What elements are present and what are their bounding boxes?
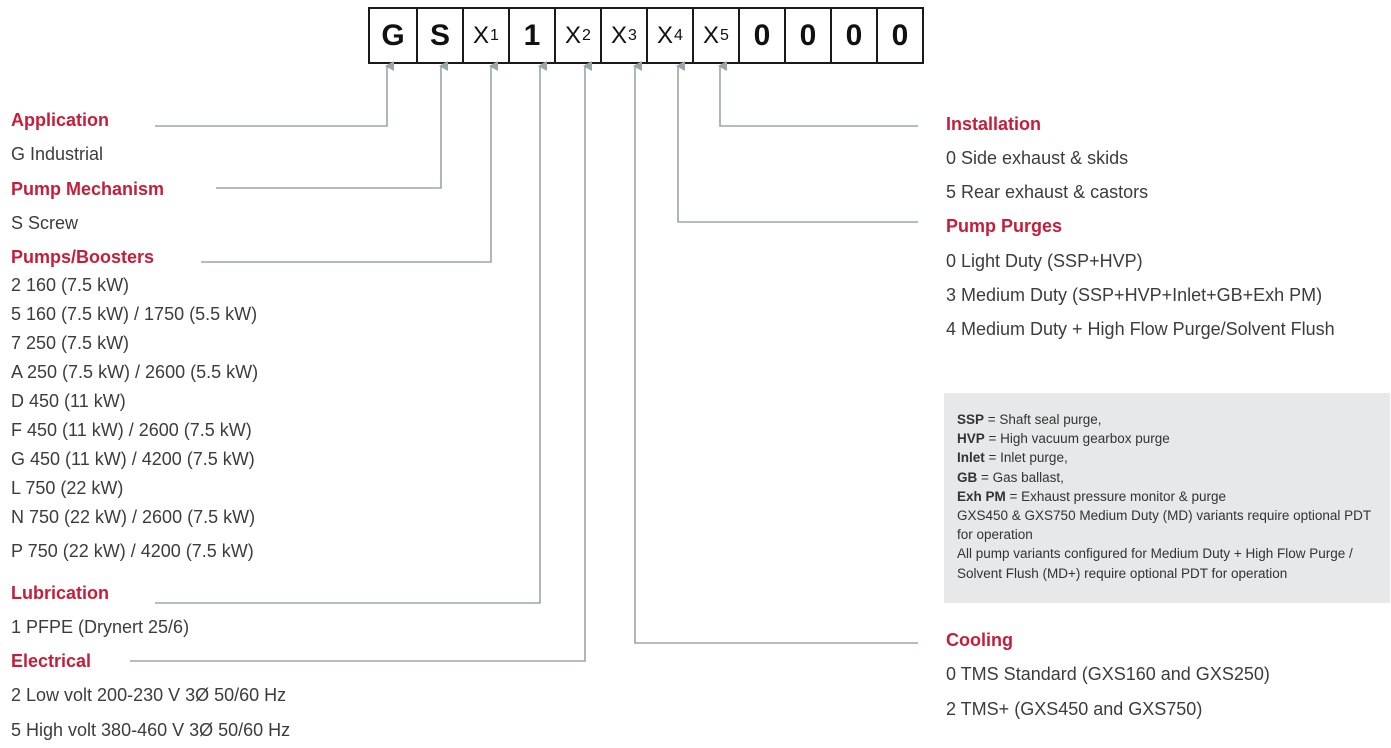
pump-purges-option: 4 Medium Duty + High Flow Purge/Solvent …	[946, 319, 1335, 339]
connector-installation	[718, 61, 918, 127]
pump-purges-heading: Pump Purges	[946, 216, 1063, 236]
electrical-option: 5 High volt 380-460 V 3Ø 50/60 Hz	[11, 720, 291, 740]
pumps-boosters-option: D 450 (11 kW)	[11, 391, 126, 411]
note-line: Inlet = Inlet purge,	[957, 450, 1068, 466]
note-line: All pump variants configured for Medium …	[957, 546, 1353, 581]
electrical-option: 2 Low volt 200-230 V 3Ø 50/60 Hz	[11, 685, 287, 705]
connector-lubrication	[155, 61, 547, 604]
connector-electrical	[130, 61, 592, 662]
cooling-heading: Cooling	[946, 630, 1013, 650]
pumps-boosters-option: 5 160 (7.5 kW) / 1750 (5.5 kW)	[11, 304, 258, 324]
abbreviation-note-box: SSP = Shaft seal purge, HVP = High vacuu…	[944, 393, 1390, 603]
pumps-boosters-option: L 750 (22 kW)	[11, 478, 124, 498]
application-heading: Application	[11, 110, 109, 130]
code-cell-pump-mechanism: S	[416, 9, 462, 62]
pumps-boosters-option: F 450 (11 kW) / 2600 (7.5 kW)	[11, 420, 252, 440]
pumps-boosters-option: N 750 (22 kW) / 2600 (7.5 kW)	[11, 507, 256, 527]
note-line: GXS450 & GXS750 Medium Duty (MD) variant…	[957, 508, 1371, 543]
code-cell-fixed-4: 0	[876, 9, 922, 62]
note-line: GB = Gas ballast,	[957, 469, 1064, 485]
cooling-option: 0 TMS Standard (GXS160 and GXS250)	[946, 664, 1270, 684]
code-cell-application: G	[381, 18, 405, 52]
pumps-boosters-heading: Pumps/Boosters	[11, 247, 155, 267]
connector-cooling	[633, 61, 918, 644]
code-cell-fixed-3: 0	[830, 9, 876, 62]
installation-heading: Installation	[946, 114, 1042, 134]
code-cell-fixed-2: 0	[784, 9, 830, 62]
cooling-option: 2 TMS+ (GXS450 and GXS750)	[946, 699, 1203, 719]
connector-pumps-boosters	[201, 61, 498, 263]
installation-option: 0 Side exhaust & skids	[946, 148, 1129, 168]
code-cell-lubrication: 1	[508, 9, 554, 62]
pump-mechanism-option: S Screw	[11, 213, 79, 233]
connector-pump-mechanism	[216, 61, 448, 189]
pump-purges-option: 0 Light Duty (SSP+HVP)	[946, 251, 1143, 271]
connector-application	[155, 61, 394, 127]
pump-purges-option: 3 Medium Duty (SSP+HVP+Inlet+GB+Exh PM)	[946, 285, 1323, 305]
pumps-boosters-option: 2 160 (7.5 kW)	[11, 275, 130, 295]
electrical-heading: Electrical	[11, 651, 92, 671]
code-cell-fixed-1: 0	[738, 9, 784, 62]
connector-pump-purges	[676, 61, 918, 223]
lubrication-heading: Lubrication	[11, 583, 109, 603]
pumps-boosters-option: A 250 (7.5 kW) / 2600 (5.5 kW)	[11, 362, 259, 382]
note-line: Exh PM = Exhaust pressure monitor & purg…	[957, 488, 1227, 504]
application-option: G Industrial	[11, 144, 104, 164]
note-line: SSP = Shaft seal purge,	[957, 412, 1102, 427]
pumps-boosters-option: 7 250 (7.5 kW)	[11, 333, 130, 353]
pumps-boosters-option: G 450 (11 kW) / 4200 (7.5 kW)	[11, 449, 255, 469]
pumps-boosters-option: P 750 (22 kW) / 4200 (7.5 kW)	[11, 541, 254, 561]
installation-option: 5 Rear exhaust & castors	[946, 182, 1149, 202]
pump-mechanism-heading: Pump Mechanism	[11, 179, 165, 199]
note-line: HVP = High vacuum gearbox purge	[957, 431, 1170, 447]
lubrication-option: 1 PFPE (Drynert 25/6)	[11, 617, 190, 637]
